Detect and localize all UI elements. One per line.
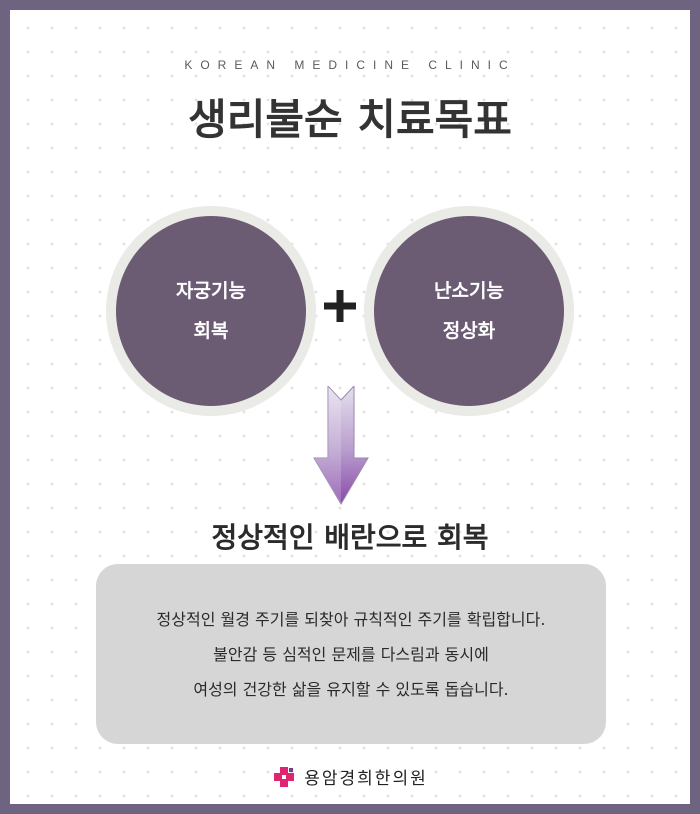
result-title: 정상적인 배란으로 회복 (211, 521, 489, 554)
goal-circle-uterus-line2: 회복 (193, 320, 229, 342)
description-line: 정상적인 월경 주기를 되찾아 규칙적인 주기를 확립합니다. (156, 609, 546, 629)
goal-circle-uterus-inner: 자궁기능 회복 (116, 216, 306, 406)
goal-circle-uterus: 자궁기능 회복 (106, 206, 316, 416)
medical-cross-logo-icon (274, 766, 295, 787)
eyebrow-text: KOREAN MEDICINE CLINIC (184, 58, 516, 72)
goal-circle-ovary-line1: 난소기능 (434, 280, 504, 302)
goal-circle-ovary-line2: 정상화 (442, 320, 496, 342)
goal-circle-ovary: 난소기능 정상화 (364, 206, 574, 416)
clinic-name: 용암경희한의원 (304, 769, 428, 789)
footer: 용암경희한의원 (10, 764, 690, 789)
description-box: 정상적인 월경 주기를 되찾아 규칙적인 주기를 확립합니다. 불안감 등 심적… (96, 564, 606, 744)
page-title: 생리불순 치료목표 (188, 95, 512, 144)
goal-circle-ovary-inner: 난소기능 정상화 (374, 216, 564, 406)
goal-circle-uterus-line1: 자궁기능 (176, 280, 246, 302)
description-line: 여성의 건강한 삶을 유지할 수 있도록 돕습니다. (193, 679, 509, 699)
content-card: KOREAN MEDICINE CLINIC 생리불순 치료목표 자궁기능 회복… (10, 10, 690, 804)
plus-icon (324, 290, 356, 322)
arrow-down-icon (313, 386, 369, 505)
description-line: 불안감 등 심적인 문제를 다스림과 동시에 (213, 644, 489, 664)
